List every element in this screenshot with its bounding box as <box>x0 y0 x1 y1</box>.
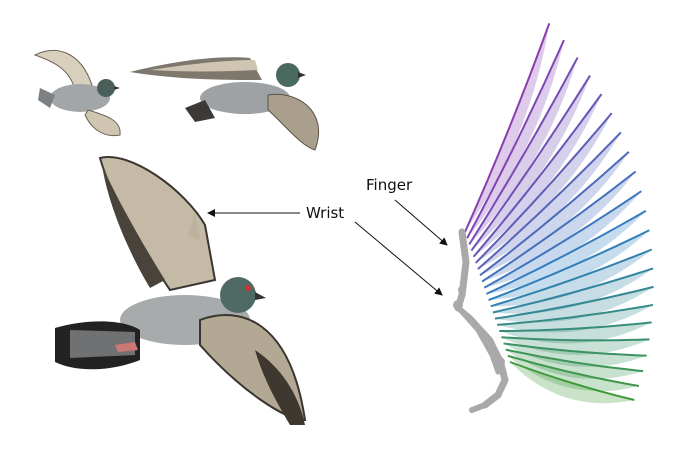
feather-vane <box>503 343 647 367</box>
feather-shaft <box>468 57 579 245</box>
feather-shaft <box>481 170 637 283</box>
feather-shaft <box>488 229 650 302</box>
feather-shaft <box>497 303 654 326</box>
feather-shaft <box>479 151 630 277</box>
feather-shaft <box>464 23 551 233</box>
wrist-label: Wrist <box>306 204 345 222</box>
feather-shaft <box>472 93 603 258</box>
feather-shaft <box>477 131 622 270</box>
feather-shaft <box>486 209 647 295</box>
feather-vane <box>499 322 652 344</box>
feather-shaft <box>501 336 650 342</box>
feather-shaft <box>470 75 591 252</box>
finger-arrow <box>394 199 448 246</box>
feather-shaft <box>507 354 640 387</box>
pigeon-large <box>55 155 307 425</box>
feather-shaft <box>466 39 565 239</box>
feather-shaft <box>475 112 613 264</box>
feather-shaft <box>509 361 635 401</box>
feather-shaft <box>494 285 654 320</box>
feather-vane <box>501 337 650 355</box>
wrist-arrow-right <box>354 221 443 296</box>
pigeon-small-right <box>130 57 320 151</box>
feather-shaft <box>499 321 652 333</box>
feather-shaft <box>505 348 644 373</box>
wing-skeleton <box>453 228 509 413</box>
feather-shaft <box>483 190 642 289</box>
feather-shaft <box>503 342 647 357</box>
pigeon-small-left <box>33 49 121 137</box>
finger-label: Finger <box>366 176 413 194</box>
feather-shaft <box>490 248 653 308</box>
wing-feathers <box>464 23 654 404</box>
feather-shaft <box>492 267 654 314</box>
